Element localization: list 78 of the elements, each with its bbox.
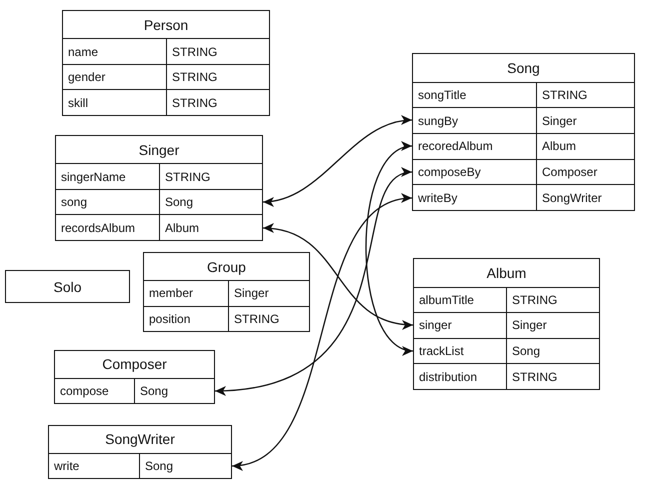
attribute-name: gender (67, 69, 106, 86)
attribute-type: STRING (536, 82, 634, 108)
attribute-name: albumTitle (418, 292, 475, 309)
class-name: Solo (52, 278, 83, 296)
attribute-row (414, 338, 599, 364)
attribute-type: Album (536, 134, 634, 159)
attribute-name: singerName (60, 168, 127, 186)
class-box (5, 270, 130, 303)
attribute-row (413, 158, 634, 184)
arrow (262, 116, 412, 206)
arrow (365, 144, 414, 353)
attribute-name: write (53, 458, 80, 475)
attribute-name: singer (418, 317, 453, 334)
attribute-name: recordsAlbum (60, 220, 136, 237)
attribute-type: Singer (228, 281, 309, 306)
class-box (412, 53, 635, 211)
attribute-type: STRING (166, 39, 269, 64)
attribute-name: distribution (418, 368, 478, 386)
attribute-type: STRING (506, 288, 599, 312)
attribute-name: position (148, 310, 192, 328)
attribute-name: composeBy (417, 164, 482, 181)
attribute-row (49, 452, 231, 478)
attribute-row (413, 132, 634, 159)
arrow (232, 195, 412, 469)
attribute-row (413, 184, 634, 210)
class-name: Singer (138, 140, 180, 160)
attribute-name: name (67, 44, 100, 61)
attribute-row (56, 188, 262, 214)
attribute-row (414, 363, 599, 389)
attribute-row (63, 38, 269, 64)
arrow (262, 224, 414, 329)
attribute-row (56, 214, 262, 240)
class-name: SongWriter (104, 430, 176, 450)
attribute-type: Composer (536, 160, 634, 184)
attribute-row (144, 280, 309, 306)
attribute-row (56, 163, 262, 189)
attribute-row (414, 312, 599, 338)
attribute-type: STRING (159, 164, 262, 189)
attribute-name: song (60, 194, 88, 212)
attribute-type: SongWriter (536, 185, 634, 210)
class-box (62, 10, 270, 116)
attribute-row (413, 107, 634, 133)
attribute-row (413, 82, 634, 108)
class-name: Album (486, 264, 528, 283)
attribute-type: STRING (166, 64, 269, 90)
class-name: Person (142, 16, 190, 35)
attribute-row (63, 89, 269, 115)
attribute-row (55, 378, 214, 403)
attribute-type: Singer (536, 108, 634, 133)
attribute-row (144, 306, 309, 331)
attribute-type: STRING (228, 306, 309, 331)
attribute-name: songTitle (417, 86, 468, 104)
attribute-name: sungBy (417, 112, 460, 130)
attribute-type: Singer (506, 313, 599, 338)
class-name: Composer (101, 355, 168, 374)
attribute-type: Song (506, 338, 599, 364)
attribute-name: trackList (418, 343, 465, 360)
attribute-row (414, 286, 599, 312)
class-box (413, 258, 600, 390)
class-box (55, 135, 263, 241)
class-box (48, 425, 232, 479)
attribute-name: writeBy (417, 190, 458, 207)
attribute-name: skill (67, 94, 89, 112)
arrow (214, 170, 412, 395)
attribute-type: Album (159, 215, 262, 240)
attribute-type: STRING (506, 364, 599, 389)
attribute-type: Song (134, 378, 214, 403)
attribute-name: recoredAlbum (417, 138, 494, 156)
attribute-type: Song (139, 454, 231, 478)
class-name: Group (206, 258, 247, 277)
attribute-type: STRING (166, 90, 269, 115)
class-name: Song (506, 58, 541, 78)
attribute-name: member (148, 285, 194, 302)
attribute-name: compose (59, 382, 110, 400)
attribute-type: Song (159, 190, 262, 214)
class-box (143, 252, 310, 332)
class-box (54, 350, 215, 404)
attribute-row (63, 64, 269, 90)
